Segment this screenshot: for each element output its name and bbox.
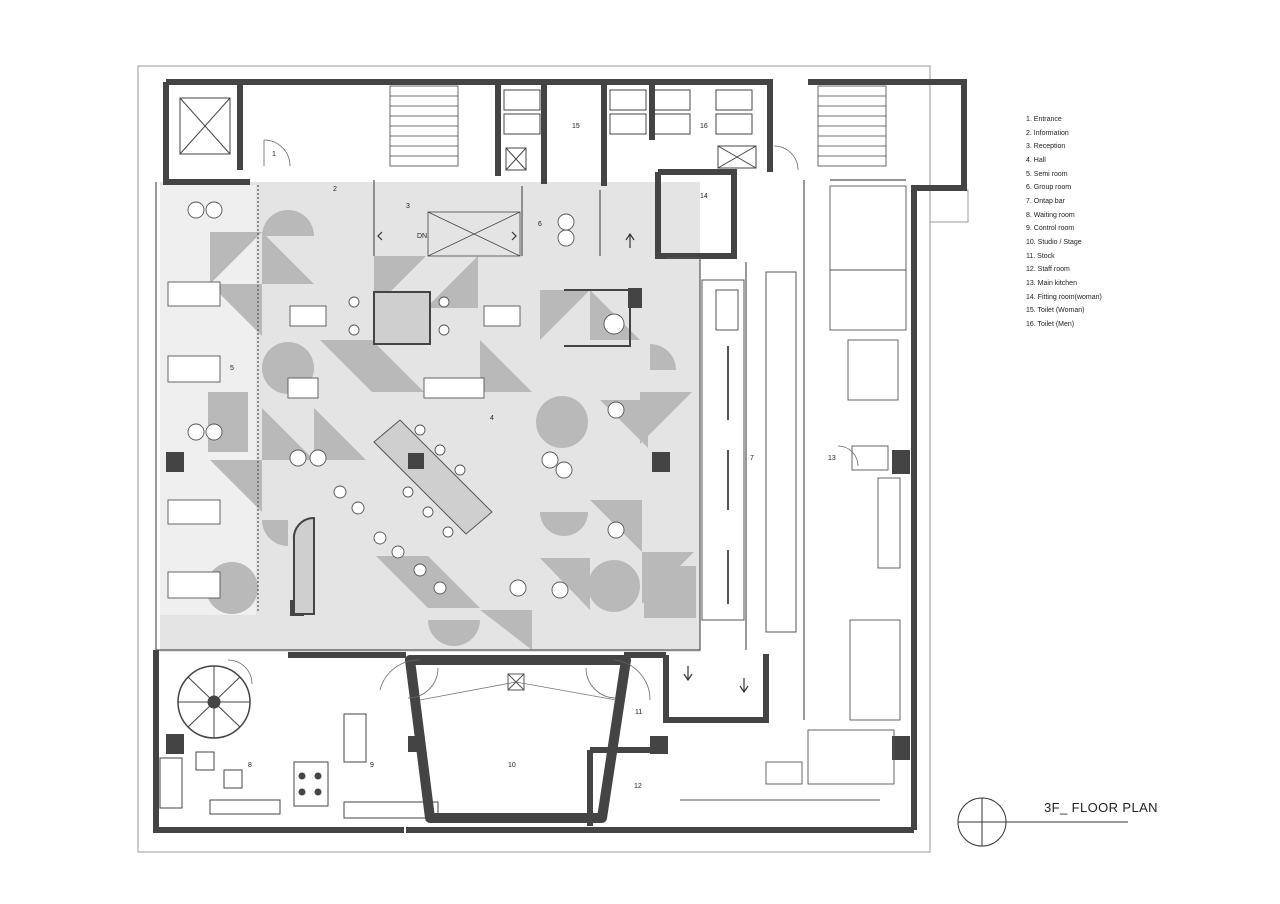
legend-item: 9. Control room [1026,225,1075,233]
room-label-14: 14 [700,193,708,200]
title-symbol [957,797,1128,847]
room-labels: 1 2 3 4 5 6 7 8 9 10 11 12 13 14 15 16 D… [230,123,836,790]
legend-item: 2. Information [1026,129,1069,137]
plan-title: 3F_ FLOOR PLAN [1044,800,1158,815]
door-swings [227,139,859,701]
room-label-4: 4 [490,415,494,422]
room-label-6: 6 [538,221,542,228]
stairs [389,85,887,257]
legend-item: 11. Stock [1026,252,1055,260]
legend-item: 14. Fitting room(woman) [1026,293,1102,301]
room-label-12: 12 [634,783,642,790]
room-legend: 1. Entrance 2. Information 3. Reception … [1026,113,1102,332]
legend-item: 7. Ontap bar [1026,197,1065,205]
waiting-room-furniture [159,751,281,815]
legend-item: 6. Group room [1026,184,1072,192]
legend-item: 5. Semi room [1026,170,1068,178]
control-room-equipment [293,713,439,819]
room-label-8: 8 [248,762,252,769]
room-label-2: 2 [333,186,337,193]
furniture [167,201,625,599]
room-label-10: 10 [508,762,516,769]
spiral-stair [177,665,251,739]
legend-item: 13. Main kitchen [1026,279,1077,287]
booths [292,289,631,615]
room-label-11: 11 [635,709,642,716]
thin-partitions [155,179,906,720]
hall-pattern [206,210,696,650]
legend-item: 4. Hall [1026,156,1046,164]
ontap-bar [701,271,797,633]
central-counter [373,419,493,535]
legend-item: 15. Toilet (Woman) [1026,307,1085,315]
walls [153,79,967,833]
main-kitchen [680,185,907,801]
legend-item: 10. Studio / Stage [1026,238,1082,246]
legend-item: 12. Staff room [1026,266,1070,274]
room-label-13: 13 [828,455,836,462]
room-label-3: 3 [406,203,410,210]
room-label-15: 15 [572,123,580,130]
stair-down-label: DN [417,233,427,240]
elevator [179,97,231,155]
toilet-fixtures [503,89,757,171]
room-label-16: 16 [700,123,708,130]
room-label-7: 7 [750,455,754,462]
legend-item: 3. Reception [1026,143,1066,151]
legend-item: 16. Toilet (Men) [1026,320,1075,328]
room-label-1: 1 [272,151,276,158]
legend-item: 8. Waiting room [1026,211,1075,219]
studio-stage [405,655,631,823]
room-label-9: 9 [370,762,374,769]
room-label-5: 5 [230,365,234,372]
legend-item: 1. Entrance [1026,116,1062,123]
direction-arrows [377,231,749,694]
